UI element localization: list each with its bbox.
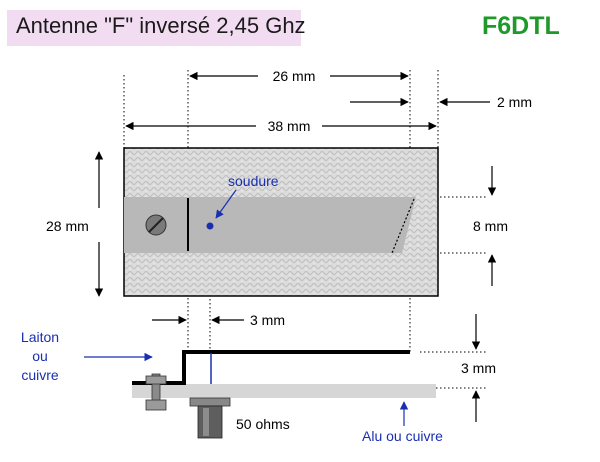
solder-label: soudure xyxy=(228,173,279,189)
dim-8mm: 8 mm xyxy=(473,166,508,286)
screw-icon xyxy=(145,214,167,236)
nut-bolt-icon xyxy=(145,373,167,411)
dim-38mm-label: 38 mm xyxy=(268,118,311,134)
solder-arrow xyxy=(215,189,237,219)
dim-38mm: 38 mm xyxy=(125,118,437,134)
dim-26mm-label: 26 mm xyxy=(273,68,316,84)
title-box xyxy=(7,10,301,46)
ground-plane xyxy=(132,384,436,398)
ground-callout: Alu ou cuivre xyxy=(362,401,443,444)
solder-point xyxy=(206,222,214,230)
page-title: Antenne "F" inversé 2,45 Ghz xyxy=(16,13,306,38)
ground-label: Alu ou cuivre xyxy=(362,428,443,444)
dim-3mm-feed-label: 3 mm xyxy=(250,312,285,328)
antenna-profile xyxy=(132,350,410,385)
dim-2mm-label: 2 mm xyxy=(497,94,532,110)
dim-26mm: 26 mm xyxy=(189,68,409,84)
dim-3mm-feed: 3 mm xyxy=(152,312,285,328)
brass-label-line3: cuivre xyxy=(21,367,59,383)
dim-3mm-height: 3 mm xyxy=(461,314,496,422)
dim-28mm: 28 mm xyxy=(46,151,104,297)
dim-8mm-label: 8 mm xyxy=(473,218,508,234)
dim-28mm-label: 28 mm xyxy=(46,218,89,234)
antenna-strip xyxy=(124,197,416,253)
brass-label-line2: ou xyxy=(32,348,48,364)
impedance-label: 50 ohms xyxy=(236,416,290,432)
brass-callout: Laiton ou cuivre xyxy=(21,329,153,383)
connector-icon xyxy=(189,397,231,439)
dim-3mm-height-label: 3 mm xyxy=(461,360,496,376)
brass-label-line1: Laiton xyxy=(21,329,59,345)
strip-taper xyxy=(391,198,415,254)
dim-2mm: 2 mm xyxy=(350,94,532,110)
callsign: F6DTL xyxy=(482,12,560,40)
